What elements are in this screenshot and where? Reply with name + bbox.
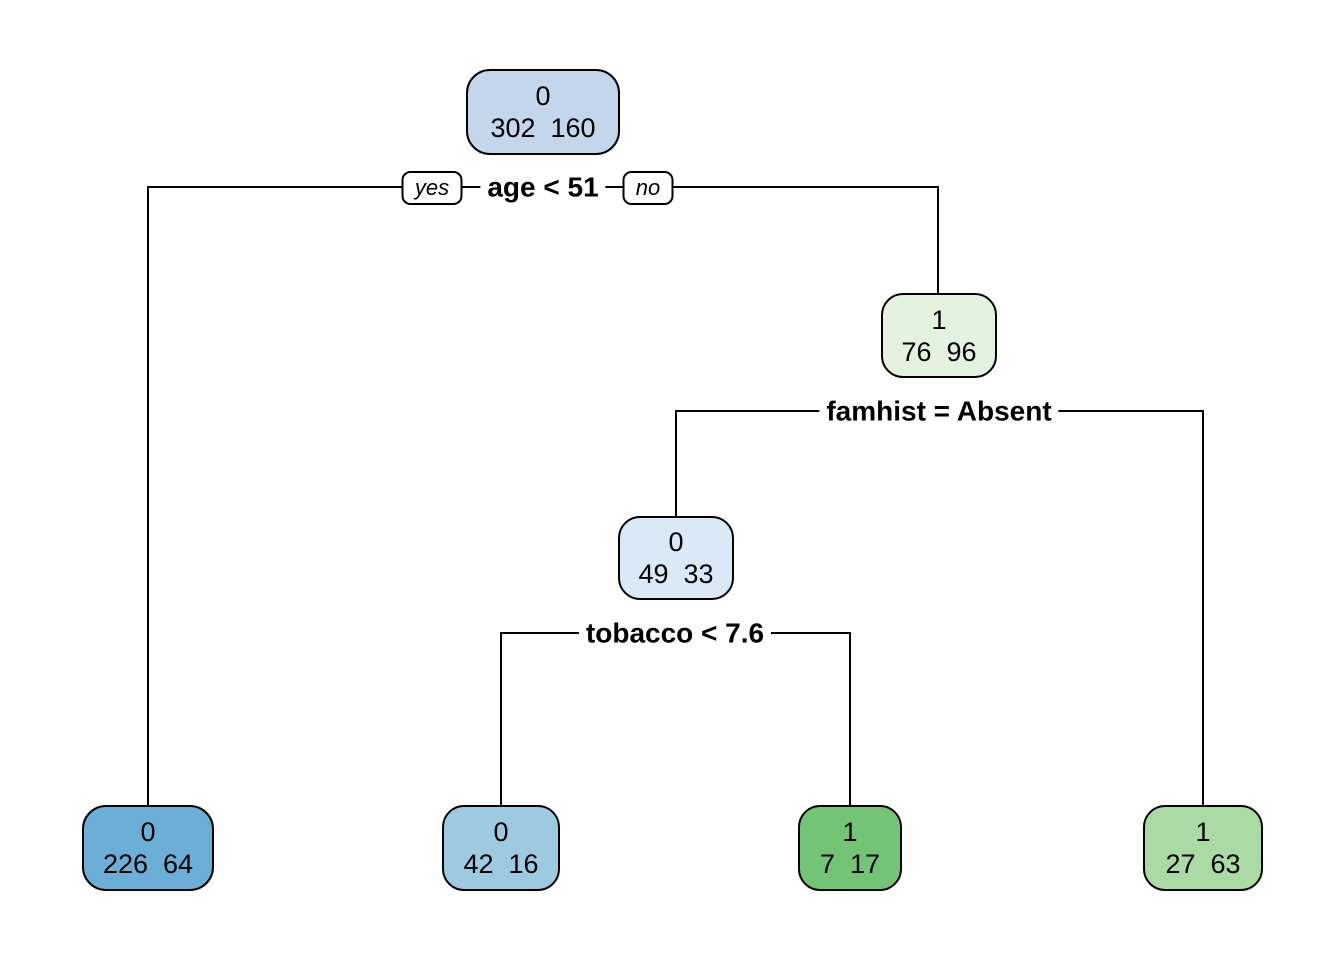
node-class-label: 0 xyxy=(140,817,156,847)
tree-node-root: 0 302 160 xyxy=(466,69,620,155)
node-counts: 302 160 xyxy=(490,113,596,143)
node-class-label: 0 xyxy=(493,817,509,847)
node-counts: 27 63 xyxy=(1165,849,1241,879)
split-label-age: age < 51 xyxy=(480,172,606,204)
branch-label-no: no xyxy=(622,171,674,205)
tree-leaf-age-yes: 0 226 64 xyxy=(82,805,214,891)
tree-node-famhist-yes: 0 49 33 xyxy=(618,516,734,600)
split-label-tobacco: tobacco < 7.6 xyxy=(578,618,772,650)
tree-node-age-no: 1 76 96 xyxy=(881,293,997,378)
node-class-label: 1 xyxy=(842,817,858,847)
node-counts: 7 17 xyxy=(819,849,881,879)
tree-leaf-tobacco-yes: 0 42 16 xyxy=(442,805,560,891)
node-counts: 226 64 xyxy=(102,849,194,879)
node-class-label: 1 xyxy=(1195,817,1211,847)
node-counts: 49 33 xyxy=(638,559,714,589)
branch-label-yes: yes xyxy=(401,171,463,205)
tree-leaf-famhist-no: 1 27 63 xyxy=(1143,805,1263,891)
node-class-label: 0 xyxy=(535,81,551,111)
split-label-famhist: famhist = Absent xyxy=(819,396,1059,428)
node-counts: 76 96 xyxy=(901,336,977,367)
node-class-label: 0 xyxy=(668,527,684,557)
node-class-label: 1 xyxy=(931,304,947,335)
node-counts: 42 16 xyxy=(463,849,539,879)
tree-leaf-tobacco-no: 1 7 17 xyxy=(798,805,902,891)
